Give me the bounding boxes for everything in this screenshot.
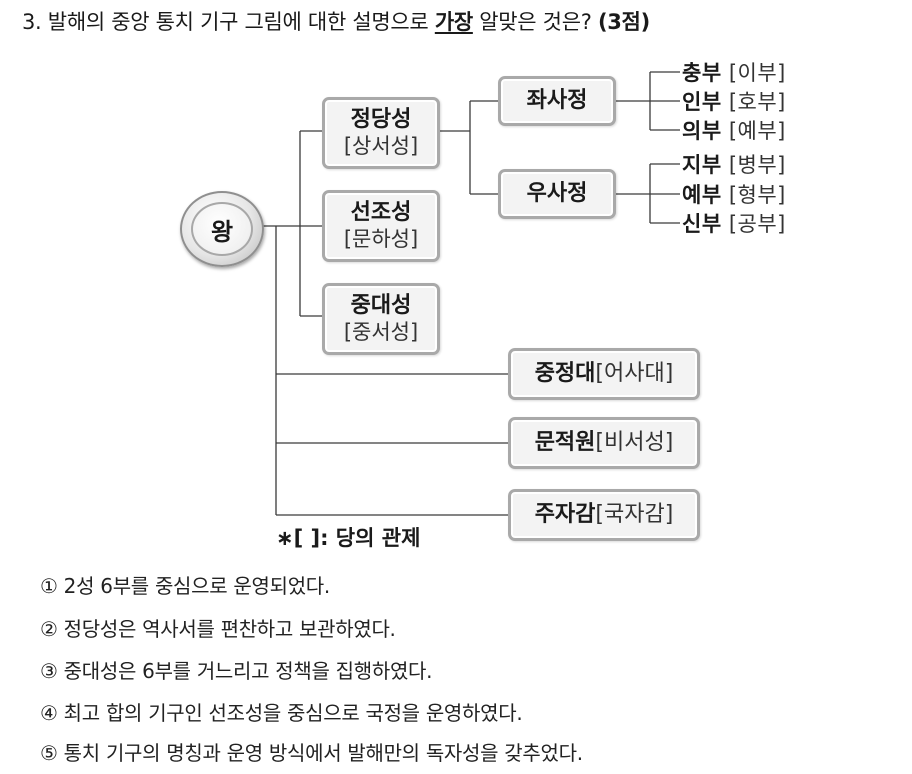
agency-jujagam: 주자감[국자감]: [508, 489, 700, 541]
ministry-ye: 예부 [형부]: [682, 183, 786, 207]
choice-1[interactable]: ① 2성 6부를 중심으로 운영되었다.: [40, 574, 330, 598]
ministry-ji: 지부 [병부]: [682, 153, 786, 177]
choice-5[interactable]: ⑤ 통치 기구의 명칭과 운영 방식에서 발해만의 독자성을 갖추었다.: [40, 741, 583, 765]
king-label: 왕: [191, 202, 253, 256]
dept-jungdae: 중대성 [중서성]: [322, 283, 440, 355]
chancellor-left: 좌사정: [498, 76, 616, 126]
dept-tang-name: [중서성]: [343, 319, 419, 344]
king-node: 왕: [180, 191, 264, 267]
chancellor-name: 우사정: [526, 180, 588, 206]
question-emphasis: 가장: [434, 10, 473, 34]
dept-name: 정당성: [350, 107, 412, 133]
ministry-chung: 충부 [이부]: [682, 61, 786, 85]
dept-jeongdang: 정당성 [상서성]: [322, 97, 440, 169]
dept-name: 선조성: [350, 200, 412, 226]
dept-seonjo: 선조성 [문하성]: [322, 190, 440, 262]
choice-2[interactable]: ② 정당성은 역사서를 편찬하고 보관하였다.: [40, 617, 396, 641]
dept-tang-name: [문하성]: [343, 226, 419, 251]
question-suffix: 알맞은 것은?: [472, 10, 598, 34]
ministry-in: 인부 [호부]: [682, 90, 786, 114]
dept-name: 중대성: [350, 293, 412, 319]
question-prefix: 3. 발해의 중앙 통치 기구 그림에 대한 설명으로: [22, 10, 435, 34]
choice-3[interactable]: ③ 중대성은 6부를 거느리고 정책을 집행하였다.: [40, 659, 433, 683]
question-text: 3. 발해의 중앙 통치 기구 그림에 대한 설명으로 가장 알맞은 것은? (…: [22, 6, 650, 36]
chancellor-right: 우사정: [498, 169, 616, 219]
chancellor-name: 좌사정: [526, 87, 588, 113]
ministry-ui: 의부 [예부]: [682, 119, 786, 143]
ministry-sin: 신부 [공부]: [682, 212, 786, 236]
question-points: (3점): [597, 10, 650, 34]
choice-4[interactable]: ④ 최고 합의 기구인 선조성을 중심으로 국정을 운영하였다.: [40, 701, 523, 725]
diagram-note: ∗[ ]: 당의 관제: [276, 526, 421, 550]
agency-jungjeongdae: 중정대[어사대]: [508, 348, 700, 400]
agency-munjeogwon: 문적원[비서성]: [508, 417, 700, 469]
dept-tang-name: [상서성]: [343, 133, 419, 158]
